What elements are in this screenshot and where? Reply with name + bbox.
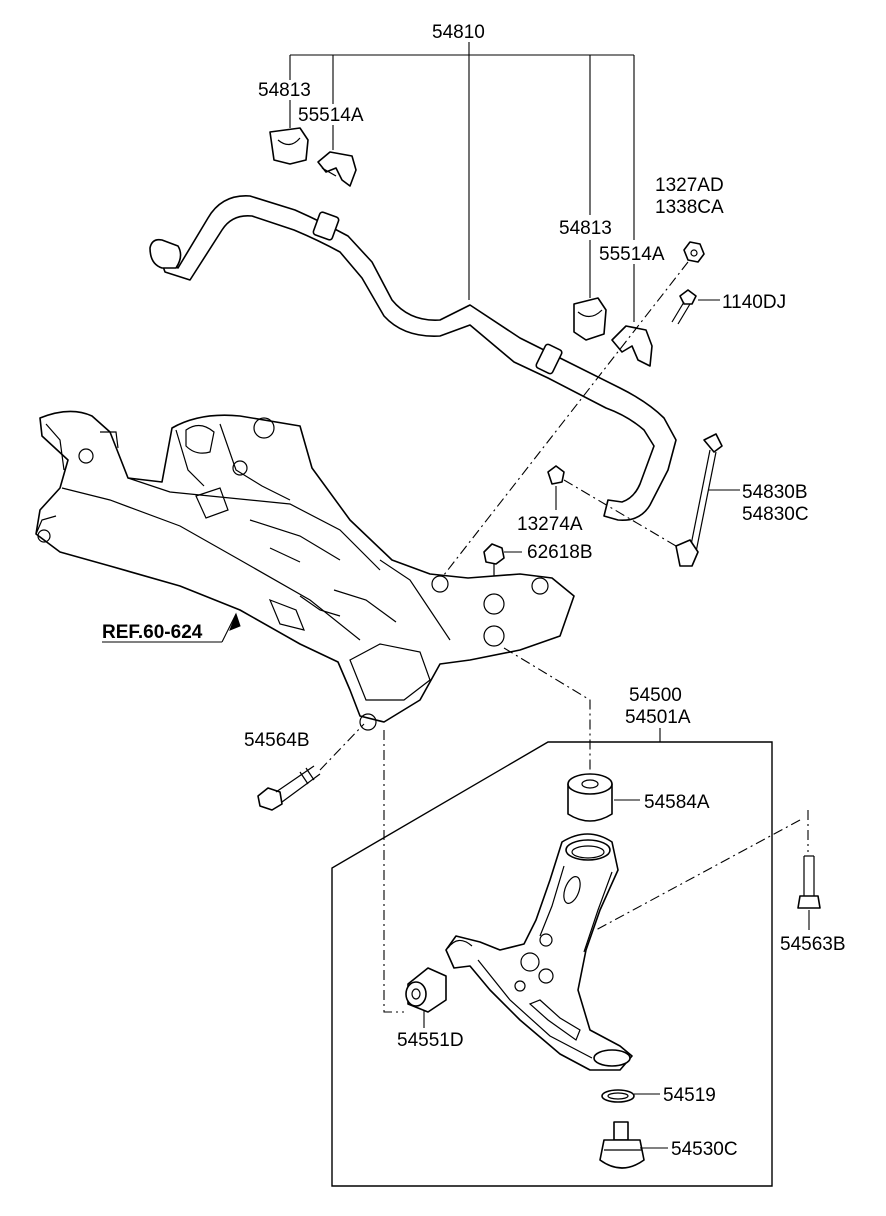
dash-line-54584A (503, 647, 591, 780)
label-54500: 54500 (629, 685, 682, 706)
label-54519: 54519 (663, 1085, 716, 1106)
clamp-55514A-right (611, 325, 653, 367)
label-55514A-right: 55514A (599, 244, 665, 265)
label-54551D: 54551D (397, 1030, 464, 1051)
snap-ring-54519 (601, 1089, 660, 1103)
crossmember (35, 410, 575, 731)
label-55514A-left: 55514A (298, 105, 364, 126)
bushing-54813-right (573, 297, 607, 341)
label-54564B: 54564B (244, 730, 310, 751)
label-54810: 54810 (432, 22, 485, 43)
label-54530C: 54530C (671, 1139, 738, 1160)
ball-joint-54530C (599, 1121, 668, 1169)
dash-line-54551D (383, 730, 404, 1013)
clamp-55514A-left (317, 151, 357, 187)
labels: 54810 54813 55514A 54813 55514A 1327AD 1… (102, 22, 846, 1160)
label-54563B: 54563B (780, 934, 846, 955)
stabilizer-link (675, 433, 740, 567)
label-54501A: 54501A (625, 707, 691, 728)
label-1140DJ: 1140DJ (722, 292, 786, 313)
label-1338CA: 1338CA (655, 197, 724, 218)
nut-1327AD (683, 241, 705, 263)
label-62618B: 62618B (527, 542, 593, 563)
leader-54810 (289, 42, 635, 322)
label-ref: REF.60-624 (102, 622, 203, 643)
label-54830C: 54830C (742, 504, 809, 525)
label-54813-right: 54813 (559, 218, 612, 239)
bushing-54551D (405, 967, 447, 1028)
dash-line-54563B (595, 819, 801, 931)
bushing-54584A (567, 773, 640, 822)
lower-control-arm (445, 833, 633, 1071)
dash-line-link (563, 479, 677, 547)
nut-13274A (547, 465, 565, 510)
bolt-54564B (257, 723, 365, 811)
bushing-54813-left (269, 127, 309, 165)
dash-line-bar (439, 261, 689, 581)
label-1327AD: 1327AD (655, 175, 724, 196)
bolt-1140DJ (671, 289, 720, 325)
label-13274A: 13274A (517, 514, 583, 535)
lower-arm-box (331, 741, 773, 1187)
stabilizer-bar (149, 195, 677, 522)
label-54813-left: 54813 (258, 80, 311, 101)
bolt-54563B (797, 855, 821, 930)
label-54830B: 54830B (742, 482, 808, 503)
ref-arrow (102, 612, 241, 643)
label-54584A: 54584A (644, 792, 710, 813)
